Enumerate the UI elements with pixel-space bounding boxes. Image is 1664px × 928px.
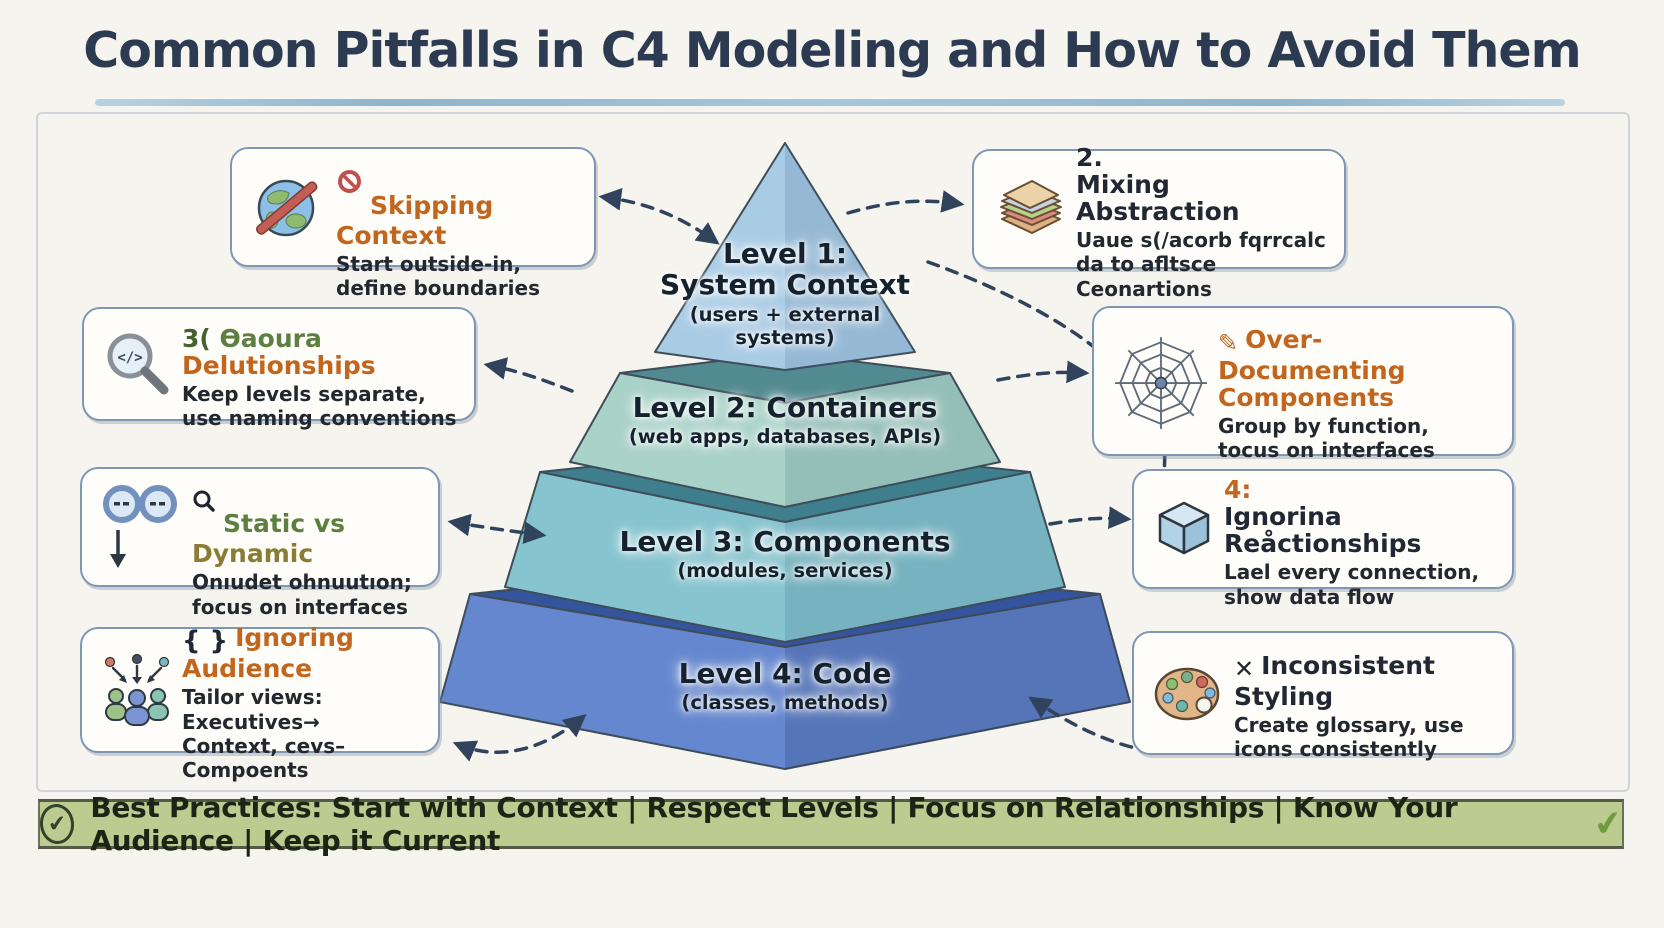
callout-over-documenting: ✎Over-Documenting Components Group by fu… xyxy=(1092,306,1514,462)
level4-title: Level 4: Code xyxy=(678,657,892,690)
callout-skipping-context: Skipping Context Start outside-in, defin… xyxy=(230,147,596,300)
callout-body: Group by function, tocus on interfaces xyxy=(1218,414,1435,463)
no-entry-icon xyxy=(336,141,363,222)
spider-web-icon xyxy=(1112,332,1210,430)
page-title: Common Pitfalls in C4 Modeling and How t… xyxy=(83,22,1581,79)
audience-icon xyxy=(100,652,174,728)
level3-subtitle: (modules, services) xyxy=(677,559,893,583)
palette-icon xyxy=(1152,660,1226,726)
check-circle-icon: ✔ xyxy=(38,802,77,846)
content-frame xyxy=(36,112,1630,792)
callout-body: Keep levels separate, use naming convent… xyxy=(182,381,457,430)
callout-body: Start outside-in, define boundaries xyxy=(336,251,541,300)
cube-icon xyxy=(1152,497,1216,561)
level1-subtitle: (users + external systems) xyxy=(689,302,881,349)
callout-title: Ignoring Audience xyxy=(182,623,354,684)
rings-down-arrow-icon xyxy=(100,482,184,572)
callout-body: Onıudet ohnuutıon; focus on interfaces xyxy=(192,570,412,619)
callout-title: Ignorina Reåctionships xyxy=(1224,502,1422,559)
svg-text:</>: </> xyxy=(117,350,142,366)
callout-body: Tailor views: Executives→ Context, cevs–… xyxy=(182,685,346,783)
magnifier-code-icon: </> xyxy=(102,328,174,400)
crossed-brushes-icon: ✕ xyxy=(1234,654,1255,683)
callout-title: Inconsistent Styling xyxy=(1234,650,1435,711)
magnifier-icon xyxy=(192,462,216,540)
level4-subtitle: (classes, methods) xyxy=(681,691,889,715)
level2-title: Level 2: Containers xyxy=(632,391,938,424)
pyramid-level1-label: Level 1: System Context (users + externa… xyxy=(640,238,930,349)
sandwich-icon xyxy=(992,175,1068,243)
pyramid-level4-label: Level 4: Code (classes, methods) xyxy=(595,657,975,715)
callout-title-part-3: Delutionships xyxy=(182,350,376,380)
callout-title: Over-Documenting Components xyxy=(1218,325,1406,413)
level2-subtitle: (web apps, databases, APIs) xyxy=(628,425,942,449)
level1-title: Level 1: System Context xyxy=(660,237,910,302)
best-practices-text: Best Practices: Start with Context | Res… xyxy=(90,791,1458,857)
callout-number: 2. xyxy=(1076,142,1103,172)
braces-icon: { } xyxy=(182,626,229,657)
best-practices-bar: ✔ Best Practices: Start with Context | R… xyxy=(38,791,1625,857)
callout-title-part-1: 3( xyxy=(182,323,220,353)
callout-body: Uaue s(/acorb fqrrcalc da to afltsce Ceo… xyxy=(1076,227,1326,301)
callout-title: Mixing Abstraction xyxy=(1076,169,1240,226)
callout-body: Lael every connection, show data flow xyxy=(1224,560,1480,609)
callout-static-vs-dynamic: Static vs Dynamic Onıudet ohnuutıon; foc… xyxy=(80,467,440,619)
callout-title-part-2: Dynamic xyxy=(192,539,314,569)
level3-title: Level 3: Components xyxy=(619,525,951,558)
green-check-icon: ✔ xyxy=(1590,802,1625,846)
title-underline-decoration xyxy=(95,99,1565,106)
callout-ignoring-audience: { }Ignoring Audience Tailor views: Execu… xyxy=(80,624,440,782)
callout-title-part-2: Ɵaoura xyxy=(219,323,322,353)
callout-naming-relationships: </> 3( Ɵaoura Delutionships Keep levels … xyxy=(82,307,476,430)
callout-inconsistent-styling: ✕Inconsistent Styling Create glossary, u… xyxy=(1132,631,1514,761)
callout-title-part-1: Static vs xyxy=(223,509,346,539)
callout-number: 4: xyxy=(1224,475,1252,505)
callout-title: Skipping Context xyxy=(336,190,494,250)
pyramid-level2-label: Level 2: Containers (web apps, databases… xyxy=(595,391,975,449)
pyramid-level3-label: Level 3: Components (modules, services) xyxy=(595,525,975,583)
globe-prohibited-icon xyxy=(250,168,328,246)
pencil-icon: ✎ xyxy=(1218,329,1239,358)
callout-mixing-abstraction: 2. Mixing Abstraction Uaue s(/acorb fqrr… xyxy=(972,144,1346,301)
callout-body: Create glossary, use icons consistently xyxy=(1234,712,1464,761)
callout-ignoring-relationships: 4: Ignorina Reåctionships Lael every con… xyxy=(1132,469,1514,609)
